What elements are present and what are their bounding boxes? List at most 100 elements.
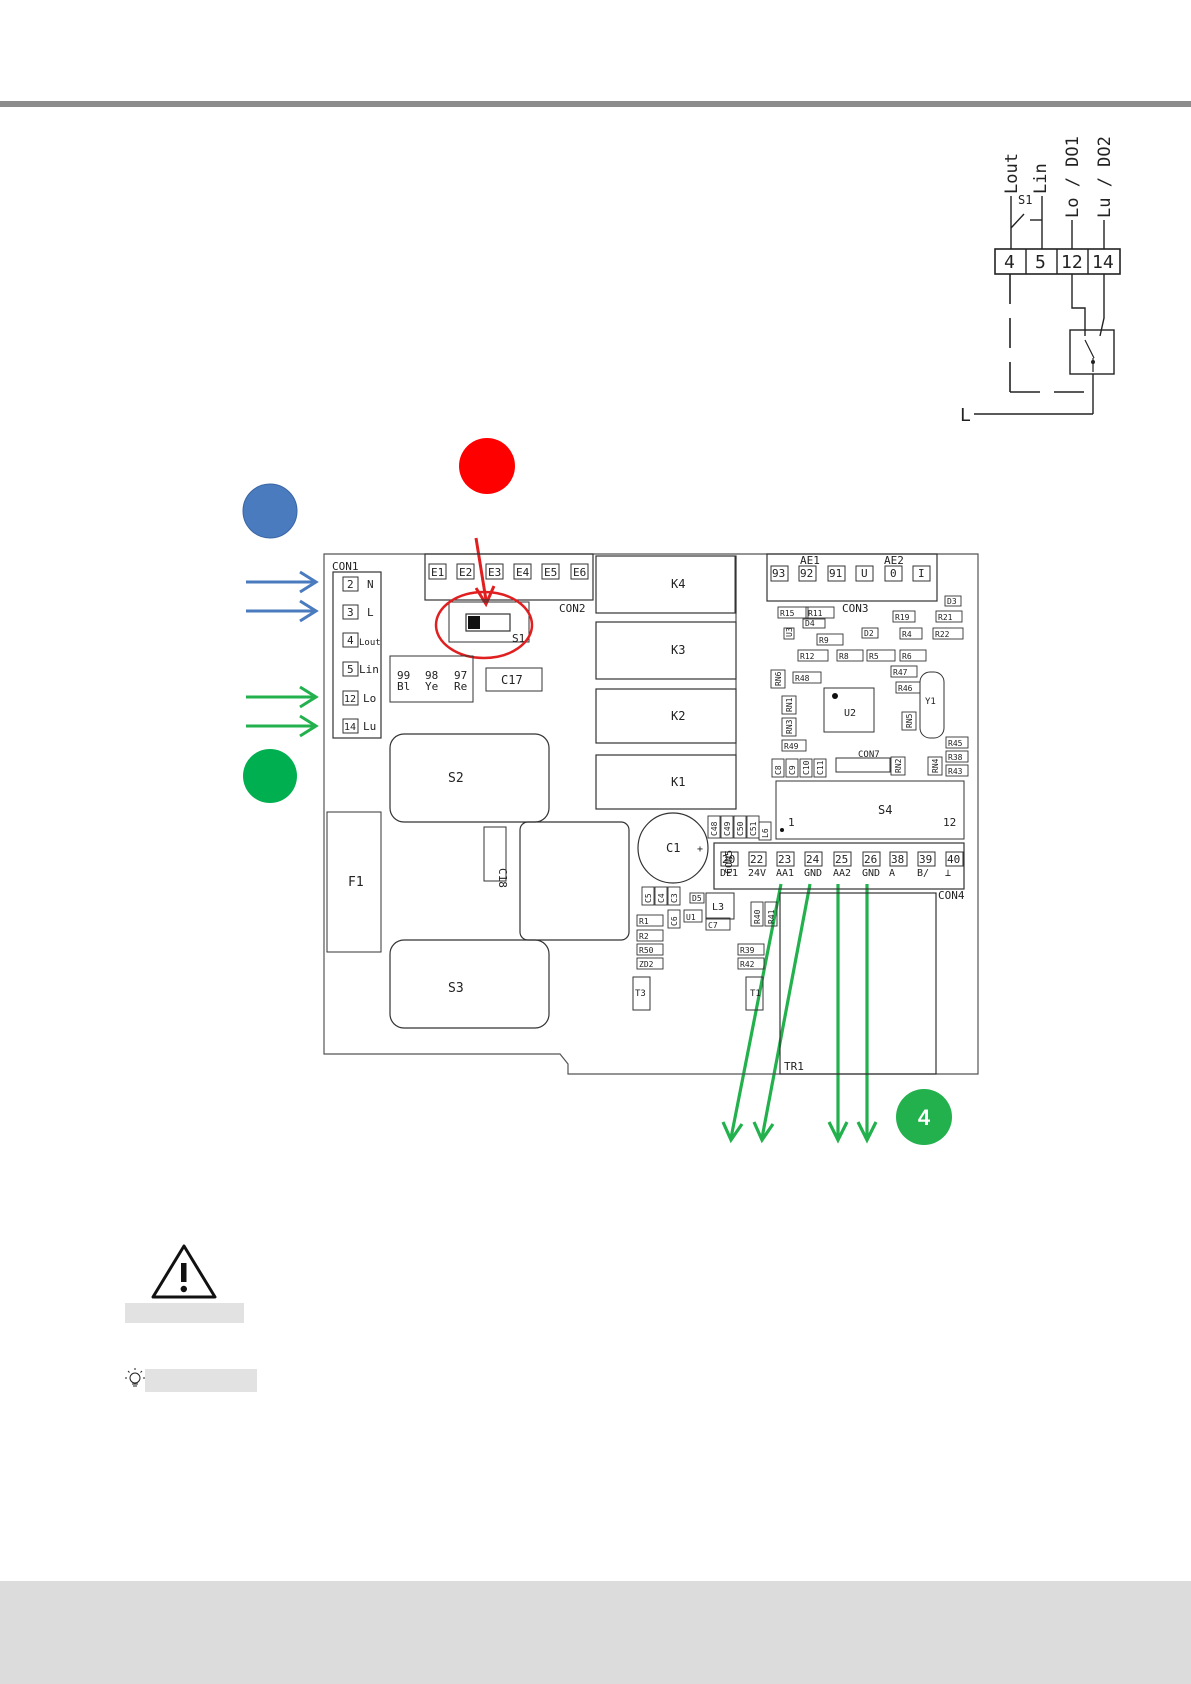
s3-label: S3: [448, 981, 464, 996]
part-box-d4: [802, 618, 826, 629]
s2-label: S2: [448, 771, 464, 786]
part-label-l6: L6: [761, 828, 770, 838]
red-indicator-dot: [459, 438, 515, 494]
relay-k1: K1: [671, 775, 685, 789]
part-label-r39: R39: [740, 946, 755, 955]
s4-left: 1: [788, 816, 795, 829]
t1-label: T1: [750, 989, 761, 999]
con4-label-5: GND: [862, 868, 880, 879]
part-box-rn5: [901, 711, 917, 731]
con1-label-lout: Lout: [359, 638, 381, 648]
con4-label-7: B/: [917, 868, 929, 879]
part-box-l6: [758, 821, 772, 841]
part-box-rn3: [781, 717, 797, 737]
con1-pin-5: 5: [347, 663, 354, 676]
s4-block: S4 1 12: [775, 780, 965, 840]
part-label-c9: C9: [788, 765, 797, 775]
t3-label: T3: [635, 989, 646, 999]
con1-label-l: L: [367, 606, 374, 619]
con4-pin-20: 20: [722, 853, 735, 866]
part-box-r41: [764, 901, 778, 927]
wiring-label-lout: Lout: [1002, 153, 1022, 194]
part-box-zd2: [636, 957, 664, 970]
part-box-r38: [945, 750, 969, 763]
s1-highlight-ring: [434, 590, 534, 660]
part-box-r9: [816, 633, 844, 646]
part-label-r42: R42: [740, 960, 755, 969]
con4-label-1: 24V: [748, 868, 766, 879]
block-label-ye: Ye: [425, 680, 438, 693]
part-box-rn6: [770, 669, 786, 689]
part-box-r48: [792, 671, 822, 684]
part-label-r41: R41: [767, 909, 776, 924]
con2-pin-e1: E1: [431, 566, 444, 579]
con4-pin-box: [917, 851, 936, 867]
part-box-c48: [707, 815, 721, 839]
con3-group-ae1: AE1: [800, 554, 820, 567]
con3-pin-93: 93: [772, 567, 785, 580]
con4-pin-38: 38: [891, 853, 904, 866]
part-box-c10: [799, 758, 813, 778]
part-box-r39: [737, 943, 765, 956]
part-box-c5: [641, 886, 655, 906]
con4-connector: CON4 20DE12224V23AA124GND25AA226GND38A39…: [713, 842, 965, 902]
warning-heading-bar: [125, 1303, 244, 1323]
part-box-c11: [813, 758, 827, 778]
con1-pin-3: 3: [347, 606, 354, 619]
part-label-r38: R38: [948, 753, 963, 762]
green-arrows-down: [721, 883, 878, 1144]
con3-pin-0: 0: [890, 567, 897, 580]
part-box-c8: [771, 758, 785, 778]
part-label-r9: R9: [819, 636, 829, 645]
part-box-d5: [689, 892, 705, 904]
con4-pin-box: [720, 851, 739, 867]
part-label-r50: R50: [639, 946, 654, 955]
wiring-terminal-14: 14: [1092, 252, 1114, 273]
con4-pin-box: [833, 851, 852, 867]
part-label-d5: D5: [692, 894, 702, 903]
part-box-r4: [899, 627, 923, 640]
part-box-c9: [785, 758, 799, 778]
part-label-rn6: RN6: [774, 671, 783, 686]
part-label-r11: R11: [808, 609, 823, 618]
block-num-99: 99: [397, 669, 410, 682]
part-label-r48: R48: [795, 674, 810, 683]
part-label-r5: R5: [869, 652, 879, 661]
part-label-r22: R22: [935, 630, 950, 639]
part-box-r21: [935, 610, 963, 623]
relays: K4 K3 K2 K1: [595, 555, 737, 810]
tip-heading-bar: [145, 1369, 257, 1392]
con3-group-ae2: AE2: [884, 554, 904, 567]
con4-label-8: ⊥: [945, 868, 951, 879]
part-label-r15: R15: [780, 609, 795, 618]
part-label-r1: R1: [639, 917, 649, 926]
con4-title: CON4: [938, 889, 965, 902]
part-label-c49: C49: [723, 821, 732, 836]
con4-label-2: AA1: [776, 868, 794, 879]
relay-k3: K3: [671, 643, 685, 657]
part-label-c11: C11: [816, 760, 825, 775]
con1-pin-12: 12: [344, 694, 356, 705]
part-label-d2: D2: [864, 629, 874, 638]
part-box-r43: [945, 764, 969, 777]
part-box-rn2: [890, 756, 906, 776]
con4-label-0: DE1: [720, 868, 738, 879]
part-box-r45: [945, 736, 969, 749]
con1-pin-14: 14: [344, 722, 356, 733]
con2-title: CON2: [559, 602, 586, 615]
con4-pin-box: [804, 851, 823, 867]
con4-pin-box: [945, 851, 964, 867]
con5-label: CON5: [724, 850, 735, 874]
con3-pin-u: U: [861, 567, 868, 580]
part-box-u1: [683, 909, 703, 923]
part-box-r12: [797, 649, 829, 662]
con2-pin-e5: E5: [544, 566, 557, 579]
block-label-bl: Bl: [397, 680, 410, 693]
part-label-r21: R21: [938, 613, 953, 622]
con1-pin-4: 4: [347, 634, 354, 647]
part-box-r2: [636, 929, 664, 942]
part-box-c6: [667, 909, 681, 929]
part-box-rn1: [781, 695, 797, 715]
